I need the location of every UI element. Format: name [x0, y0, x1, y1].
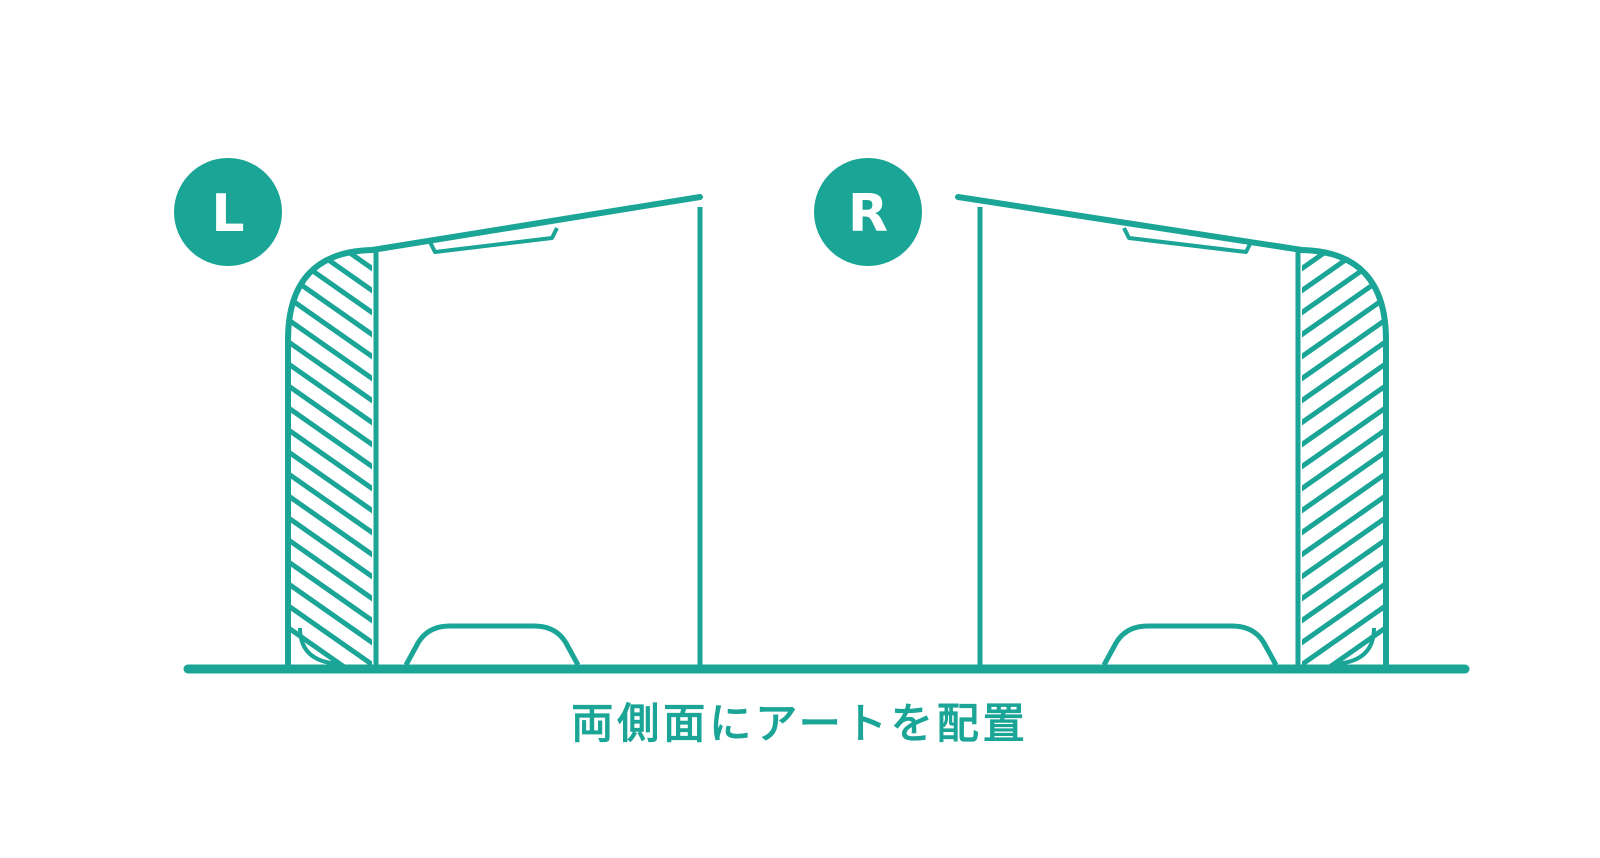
left-unit-outline — [285, 194, 703, 668]
left-badge-circle — [174, 158, 282, 266]
hatch-line — [288, 250, 372, 277]
hatch-line — [1302, 289, 1386, 365]
right-badge-circle — [814, 158, 922, 266]
left-base-bump — [403, 623, 581, 667]
hatch-line — [288, 289, 372, 365]
hatch-line — [288, 377, 372, 453]
right-badge-label: R — [848, 184, 888, 244]
hatch-line — [280, 160, 380, 230]
hatch-line — [288, 575, 372, 651]
hatch-line — [1302, 250, 1386, 277]
right-badge: R — [814, 158, 922, 266]
hatch-line — [1302, 465, 1386, 541]
hatch-line — [1302, 597, 1386, 665]
hatch-line — [1294, 754, 1394, 824]
left-badge-label: L — [211, 184, 244, 244]
left-badge: L — [174, 158, 282, 266]
hatch-line — [1302, 377, 1386, 453]
hatch-line — [288, 487, 372, 563]
hatch-line — [288, 399, 372, 475]
hatch-line — [288, 421, 372, 497]
hatch-line — [1302, 553, 1386, 629]
hatch-line — [288, 443, 372, 519]
hatch-line — [1302, 311, 1386, 387]
hatch-line — [288, 531, 372, 607]
hatch-line — [1302, 509, 1386, 585]
hatch-line — [288, 553, 372, 629]
hatch-line — [1302, 250, 1386, 255]
caption-text: 両側面にアートを配置 — [571, 699, 1029, 748]
hatch-line — [288, 509, 372, 585]
right-unit-outline — [955, 194, 1389, 668]
hatch-line — [1294, 160, 1394, 230]
hatch-line — [288, 465, 372, 541]
hatch-line — [288, 619, 372, 665]
hatch-line — [288, 250, 372, 255]
left-top-handle — [428, 227, 559, 254]
hatch-line — [1302, 421, 1386, 497]
hatch-line — [1302, 399, 1386, 475]
hatch-line — [288, 355, 372, 431]
right-base-bump — [1101, 623, 1279, 667]
right-foot-curve — [1333, 627, 1376, 666]
hatch-line — [1302, 575, 1386, 651]
hatch-line — [1302, 333, 1386, 409]
hatch-line — [1302, 487, 1386, 563]
hatch-line — [288, 333, 372, 409]
hatch-line — [288, 597, 372, 665]
hatch-line — [1302, 355, 1386, 431]
left-side-hatch — [280, 160, 380, 824]
hatch-line — [1302, 443, 1386, 519]
hatch-line — [288, 311, 372, 387]
left-foot-curve — [298, 627, 341, 666]
hatch-line — [1302, 531, 1386, 607]
right-top-handle — [1122, 227, 1253, 254]
hatch-line — [1302, 619, 1386, 665]
left-unit — [280, 160, 703, 824]
hatch-line — [280, 754, 380, 824]
